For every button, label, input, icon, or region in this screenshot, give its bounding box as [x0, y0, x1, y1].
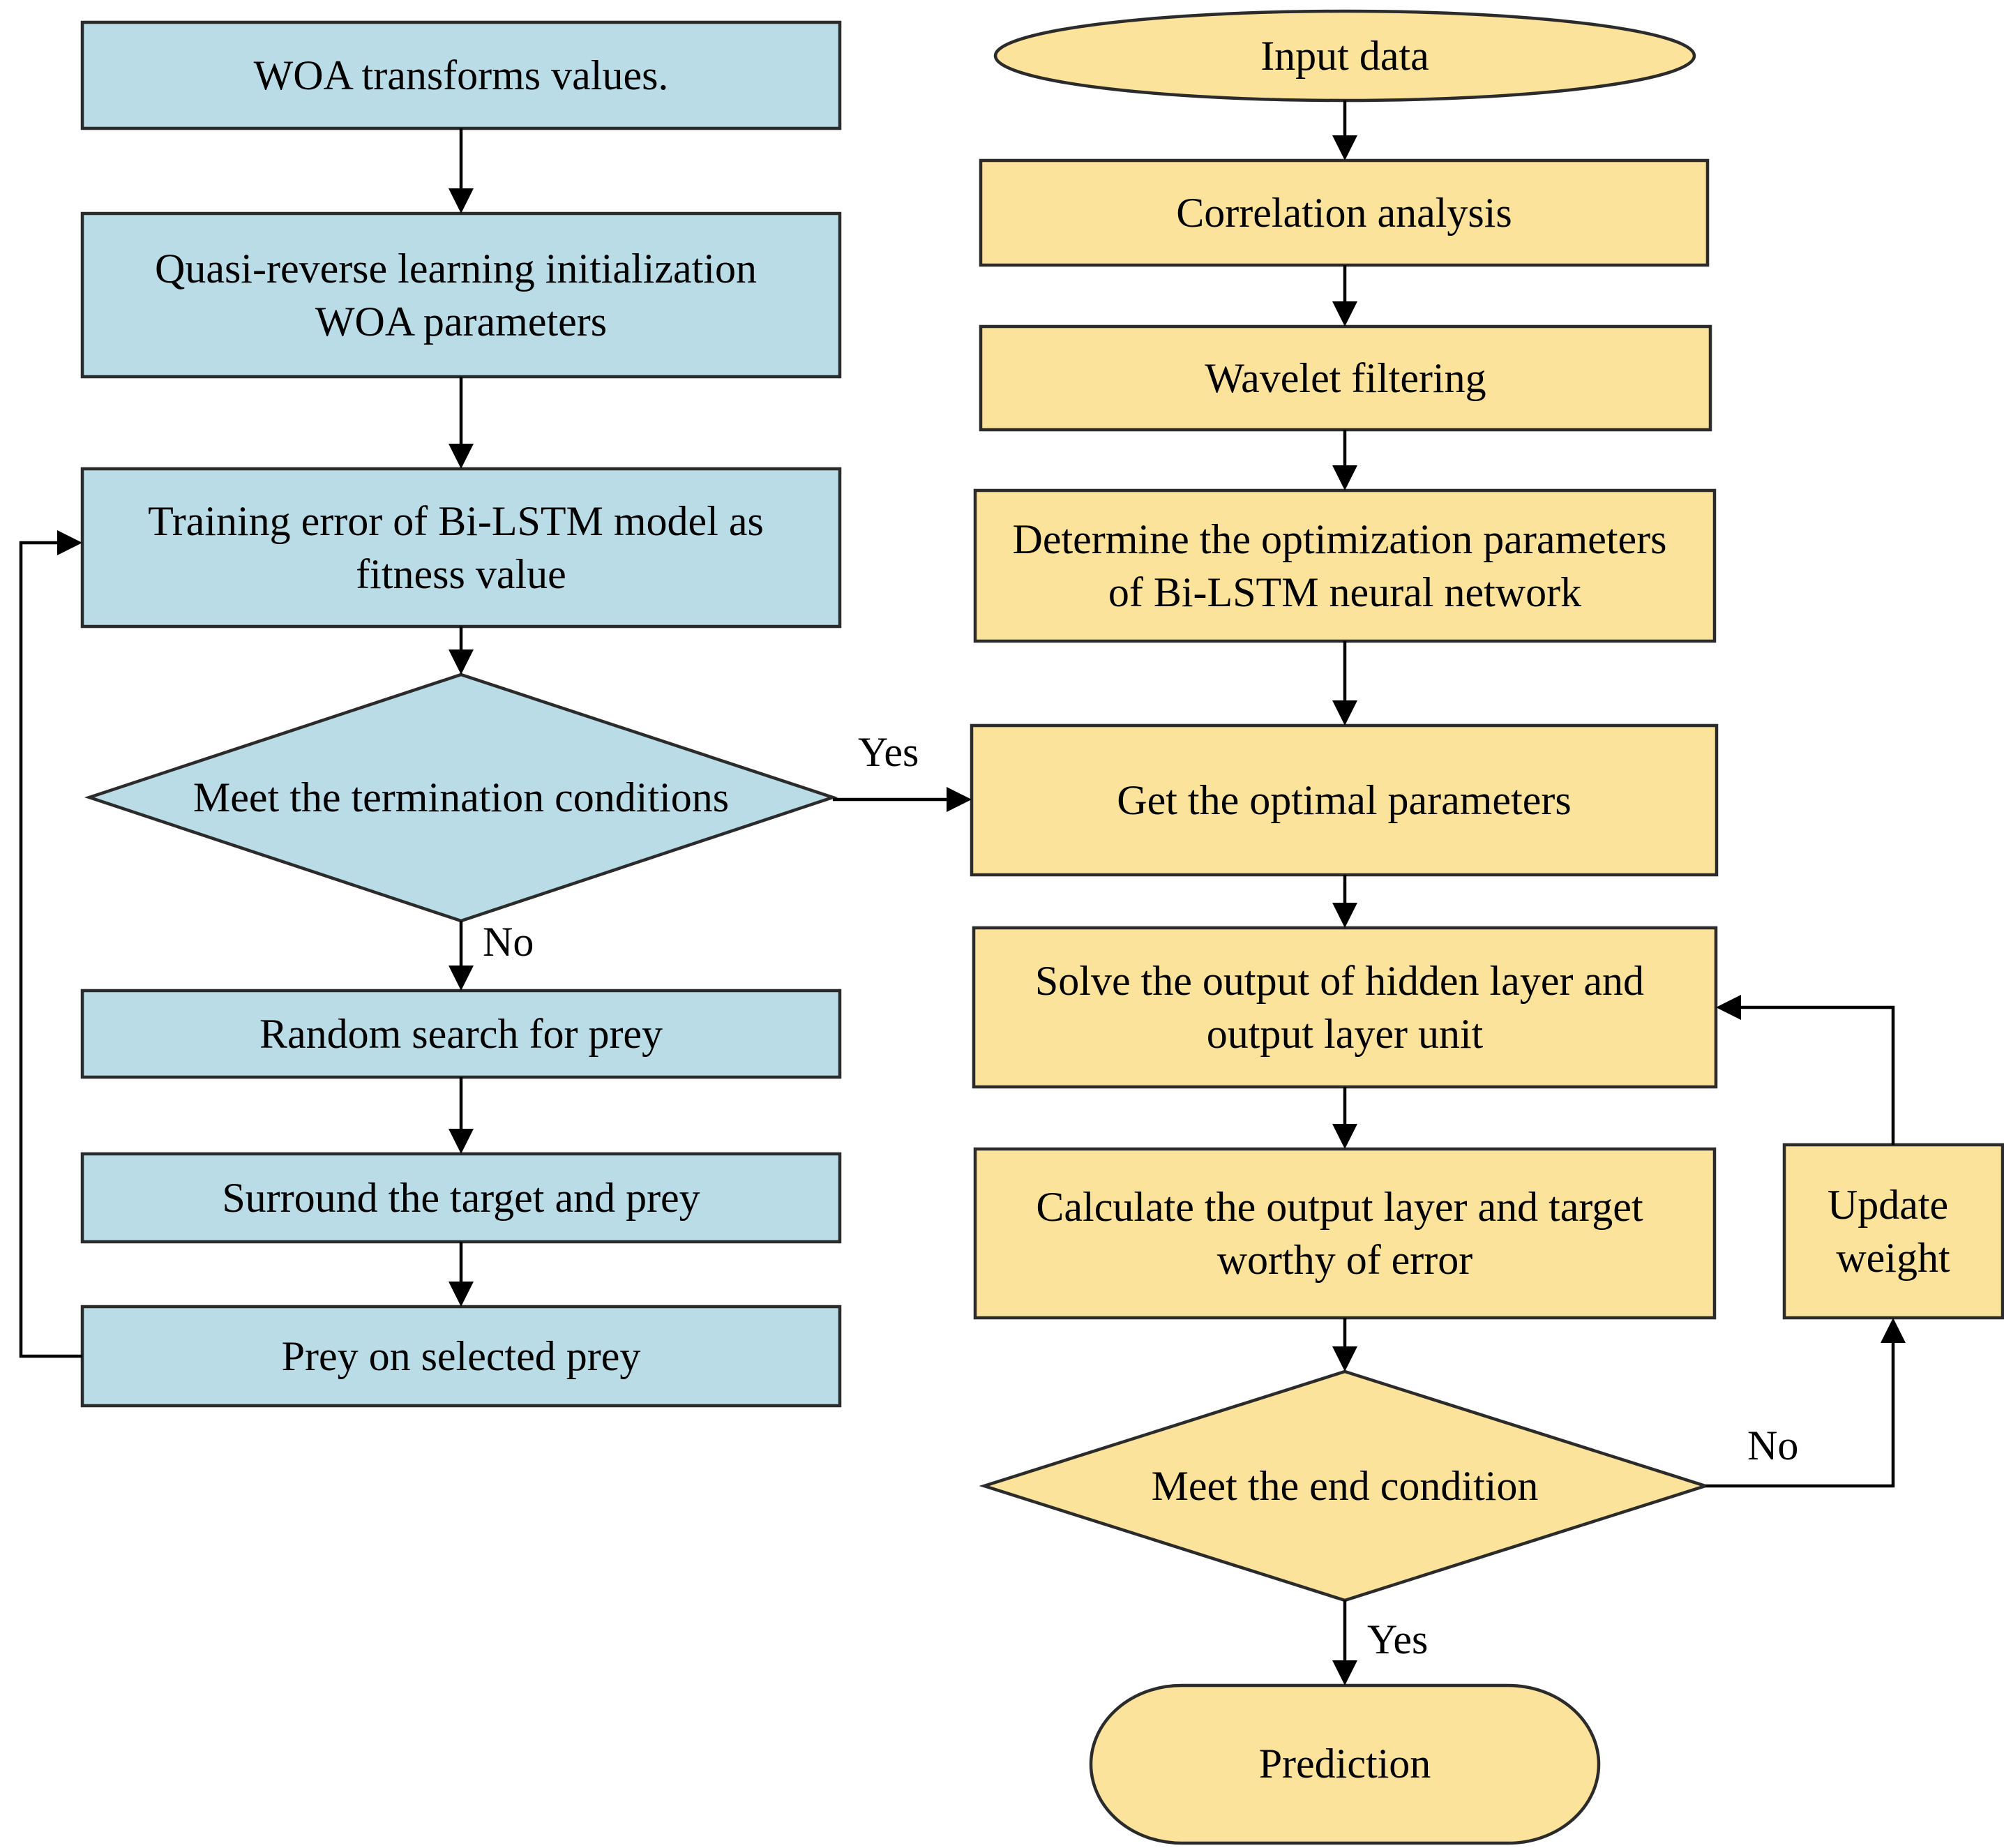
- prey-on-line-1: Prey on selected prey: [282, 1333, 641, 1379]
- wavelet-line-1: Wavelet filtering: [1205, 355, 1486, 401]
- fitness-box: [80, 467, 842, 629]
- random-search-node: Random search for prey: [80, 989, 842, 1079]
- determine-label: Determine the optimization parameters of…: [1013, 516, 1678, 615]
- arrow-determine-to-optimal: [1332, 641, 1357, 726]
- input-label: Input data: [1260, 33, 1429, 79]
- wavelet-node: Wavelet filtering: [979, 324, 1712, 432]
- update-line-1: Update: [1828, 1182, 1948, 1228]
- woa-transform-node: WOA transforms values.: [80, 20, 842, 130]
- prediction-line-1: Prediction: [1259, 1741, 1431, 1787]
- init-node: Quasi-reverse learning initialization WO…: [80, 211, 842, 379]
- update-box: [1782, 1143, 2004, 1320]
- arrow-loop-prey-on-to-fitness: [19, 530, 82, 1358]
- fitness-line-1: Training error of Bi-LSTM model as: [148, 498, 764, 544]
- correlation-label: Correlation analysis: [1176, 190, 1512, 236]
- arrow-fitness-to-termination: [449, 626, 474, 675]
- calculate-line-2: worthy of error: [1217, 1237, 1473, 1283]
- woa-transform-box: [80, 20, 842, 130]
- arrow-input-to-correlation: [1332, 100, 1357, 160]
- arrow-random-to-surround: [449, 1077, 474, 1154]
- update-label: Update weight: [1828, 1182, 1959, 1281]
- solve-node: Solve the output of hidden layer and out…: [972, 926, 1718, 1089]
- edge-label-no-termination: No: [483, 919, 534, 965]
- determine-node: Determine the optimization parameters of…: [973, 488, 1717, 643]
- solve-label: Solve the output of hidden layer and out…: [1035, 958, 1655, 1057]
- connectors: [19, 100, 1906, 1685]
- arrow-transform-to-init: [449, 128, 474, 213]
- solve-line-1: Solve the output of hidden layer and: [1035, 958, 1644, 1004]
- solve-line-2: output layer unit: [1207, 1011, 1484, 1057]
- arrow-optimal-to-solve: [1332, 875, 1357, 928]
- arrow-update-to-solve: [1716, 995, 1895, 1145]
- prediction-label: Prediction: [1259, 1741, 1431, 1787]
- wavelet-label: Wavelet filtering: [1205, 355, 1486, 401]
- determine-box: [973, 488, 1717, 643]
- fitness-line-2: fitness value: [356, 551, 566, 597]
- calculate-node: Calculate the output layer and target wo…: [973, 1147, 1717, 1320]
- solve-box: [972, 926, 1718, 1089]
- update-line-2: weight: [1836, 1235, 1950, 1281]
- prediction-node: Prediction: [1089, 1683, 1601, 1845]
- correlation-line-1: Correlation analysis: [1176, 190, 1512, 236]
- surround-line-1: Surround the target and prey: [222, 1175, 700, 1221]
- random-search-label: Random search for prey: [259, 1011, 663, 1057]
- fitness-node: Training error of Bi-LSTM model as fitne…: [80, 467, 842, 629]
- termination-label: Meet the termination conditions: [193, 774, 729, 820]
- arrow-correlation-to-wavelet: [1332, 265, 1357, 326]
- optimal-line-1: Get the optimal parameters: [1117, 777, 1571, 823]
- input-line-1: Input data: [1260, 33, 1429, 79]
- end-condition-decision: Meet the end condition: [979, 1369, 1711, 1602]
- fitness-label: Training error of Bi-LSTM model as fitne…: [148, 498, 774, 597]
- calculate-box: [973, 1147, 1717, 1320]
- determine-line-1: Determine the optimization parameters: [1013, 516, 1667, 562]
- termination-decision: Meet the termination conditions: [84, 673, 838, 923]
- woa-transform-label: WOA transforms values.: [254, 52, 669, 98]
- correlation-node: Correlation analysis: [979, 158, 1710, 267]
- update-node: Update weight: [1782, 1143, 2004, 1320]
- input-node: Input data: [993, 9, 1696, 103]
- calculate-label: Calculate the output layer and target wo…: [1036, 1184, 1653, 1283]
- optimal-node: Get the optimal parameters: [970, 723, 1719, 877]
- random-search-box: [80, 989, 842, 1079]
- optimal-label: Get the optimal parameters: [1117, 777, 1571, 823]
- edge-label-no-end-condition: No: [1747, 1422, 1798, 1468]
- edge-label-yes-termination: Yes: [858, 729, 919, 775]
- init-line-1: Quasi-reverse learning initialization: [155, 246, 757, 292]
- init-box: [80, 211, 842, 379]
- termination-line-1: Meet the termination conditions: [193, 774, 729, 820]
- arrow-wavelet-to-determine: [1332, 430, 1357, 490]
- arrow-init-to-fitness: [449, 377, 474, 469]
- arrow-termination-yes-to-optimal: [833, 787, 972, 812]
- prey-on-label: Prey on selected prey: [282, 1333, 641, 1379]
- init-line-2: WOA parameters: [315, 299, 607, 345]
- arrow-calculate-to-end-condition: [1332, 1318, 1357, 1372]
- wavelet-box: [979, 324, 1712, 432]
- arrow-solve-to-calculate: [1332, 1087, 1357, 1149]
- edge-label-yes-end-condition: Yes: [1367, 1616, 1428, 1662]
- end-condition-line-1: Meet the end condition: [1152, 1463, 1539, 1509]
- woa-transform-line-1: WOA transforms values.: [254, 52, 669, 98]
- random-search-line-1: Random search for prey: [259, 1011, 663, 1057]
- init-label: Quasi-reverse learning initialization WO…: [155, 246, 767, 345]
- optimal-box: [970, 723, 1719, 877]
- surround-node: Surround the target and prey: [80, 1152, 842, 1244]
- arrow-termination-to-random-search: [449, 921, 474, 991]
- end-condition-label: Meet the end condition: [1152, 1463, 1539, 1509]
- calculate-line-1: Calculate the output layer and target: [1036, 1184, 1643, 1230]
- arrow-end-condition-no-to-update: [1705, 1318, 1906, 1488]
- arrow-end-condition-yes-to-prediction: [1332, 1600, 1357, 1685]
- prey-on-node: Prey on selected prey: [80, 1305, 842, 1408]
- surround-box: [80, 1152, 842, 1244]
- surround-label: Surround the target and prey: [222, 1175, 700, 1221]
- correlation-box: [979, 158, 1710, 267]
- arrow-surround-to-prey-on: [449, 1242, 474, 1307]
- determine-line-2: of Bi-LSTM neural network: [1108, 569, 1581, 615]
